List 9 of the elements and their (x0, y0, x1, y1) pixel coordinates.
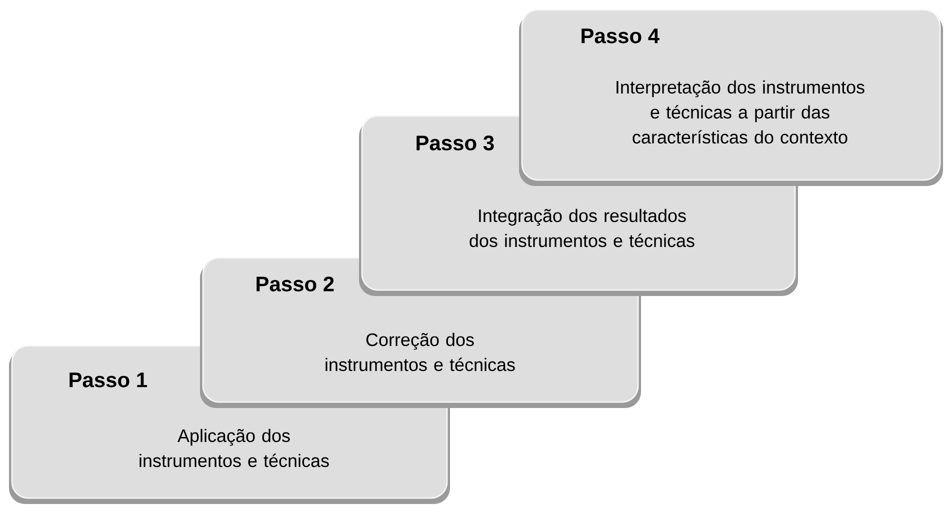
step-heading: Passo 1 (70, 372, 147, 388)
step-description: Interpretação dos instrumentos e técnicas a partir das características do contexto (616, 80, 864, 144)
step-description: Correção dos instrumentos e técnicas (326, 332, 515, 372)
step-box (519, 9, 943, 186)
step-description: Integração dos resultados dos instrumentos e técnicas (470, 208, 694, 248)
step-heading: Passo 2 (256, 276, 334, 292)
step-heading: Passo 3 (416, 136, 494, 150)
step-heading: Passo 4 (582, 28, 660, 44)
step-description: Aplicação dos instrumentos e técnicas (140, 428, 329, 468)
